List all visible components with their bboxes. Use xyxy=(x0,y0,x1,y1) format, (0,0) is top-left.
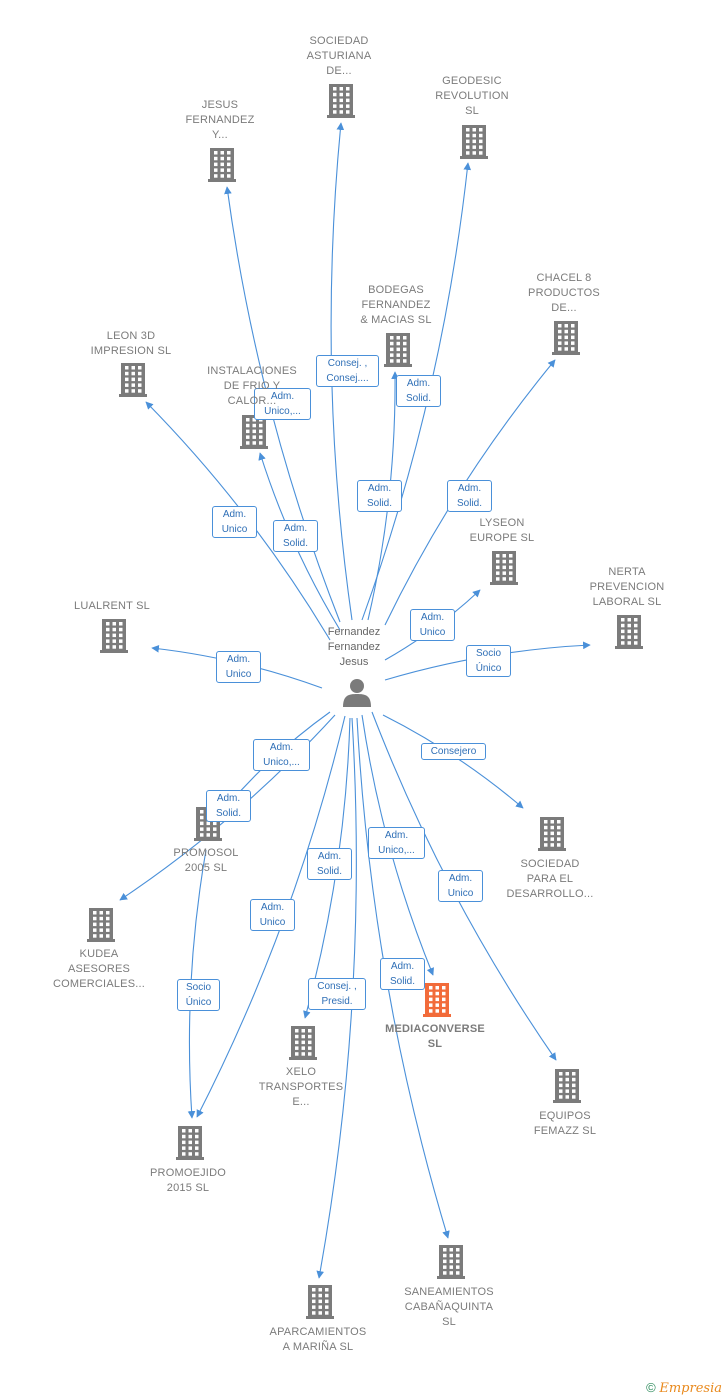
saneamientos-building-icon[interactable] xyxy=(437,1245,465,1279)
equipos-femazz-building-icon[interactable] xyxy=(553,1069,581,1103)
node-label-promoejido-2015[interactable]: PROMOEJIDO 2015 SL xyxy=(150,1167,226,1194)
edge-label-saneamientos[interactable]: Adm. Solid. xyxy=(380,958,425,990)
node-label-nerta-prevencion[interactable]: NERTA PREVENCION LABORAL SL xyxy=(589,566,665,608)
edge-line-sociedad-desarrollo xyxy=(382,714,524,809)
edge-label-kudea-asesores[interactable]: Adm. Unico,... xyxy=(253,739,310,771)
edge-label-equipos-femazz[interactable]: Adm. Unico xyxy=(438,870,483,902)
instalaciones-frio-building-icon[interactable] xyxy=(240,415,268,449)
aparcamientos-building-icon[interactable] xyxy=(306,1285,334,1319)
node-label-saneamientos[interactable]: SANEAMIENTOS CABAÑAQUINTA SL xyxy=(404,1286,494,1328)
edge-label-jesus-fernandez[interactable]: Adm. Unico,... xyxy=(254,388,311,420)
brand-name: mpresia xyxy=(668,1381,722,1396)
node-label-lualrent[interactable]: LUALRENT SL xyxy=(74,600,150,612)
edge-label-geodesic-revolution[interactable]: Adm. Solid. xyxy=(396,375,441,407)
node-label-equipos-femazz[interactable]: EQUIPOS FEMAZZ SL xyxy=(533,1110,597,1137)
copyright-symbol: © xyxy=(646,1380,656,1395)
bodegas-fernandez-building-icon[interactable] xyxy=(384,333,412,367)
chacel-8-building-icon[interactable] xyxy=(552,321,580,355)
edge-label-sociedad-desarrollo[interactable]: Consejero xyxy=(421,743,486,760)
node-label-aparcamientos[interactable]: APARCAMIENTOS A MARIÑA SL xyxy=(269,1326,367,1353)
node-label-leon-3d[interactable]: LEON 3D IMPRESION SL xyxy=(90,330,172,357)
node-label-lyseon-europe[interactable]: LYSEON EUROPE SL xyxy=(469,517,535,544)
edge-label-promoejido-2015[interactable]: Adm. Unico xyxy=(250,899,295,931)
node-label-bodegas-fernandez[interactable]: BODEGAS FERNANDEZ & MACIAS SL xyxy=(360,284,432,326)
jesus-fernandez-building-icon[interactable] xyxy=(208,148,236,182)
edge-label-promosol-2005[interactable]: Adm. Solid. xyxy=(206,790,251,822)
node-label-jesus-fernandez[interactable]: JESUS FERNANDEZ Y... xyxy=(185,99,255,141)
node-label-sociedad-asturiana[interactable]: SOCIEDAD ASTURIANA DE... xyxy=(306,35,372,77)
kudea-asesores-building-icon[interactable] xyxy=(87,908,115,942)
xelo-transportes-building-icon[interactable] xyxy=(289,1026,317,1060)
sociedad-asturiana-building-icon[interactable] xyxy=(327,84,355,118)
edge-label-bodegas-fernandez[interactable]: Adm. Solid. xyxy=(357,480,402,512)
edge-label-instalaciones-frio[interactable]: Adm. Solid. xyxy=(273,520,318,552)
leon-3d-building-icon[interactable] xyxy=(119,363,147,397)
node-label-geodesic-revolution[interactable]: GEODESIC REVOLUTION SL xyxy=(435,75,509,117)
lualrent-building-icon[interactable] xyxy=(100,619,128,653)
center-person-label[interactable]: Fernandez Fernandez Jesus xyxy=(327,626,381,668)
edge-label-sociedad-asturiana[interactable]: Consej. , Consej.... xyxy=(316,355,379,387)
mediaconverse-building-icon[interactable] xyxy=(423,983,451,1017)
node-label-mediaconverse[interactable]: MEDIACONVERSE SL xyxy=(385,1023,485,1050)
brand-initial: E xyxy=(659,1381,669,1396)
empresia-watermark: © Empresia xyxy=(646,1380,722,1396)
edge-label-leon-3d[interactable]: Adm. Unico xyxy=(212,506,257,538)
node-label-instalaciones-frio[interactable]: INSTALACIONES DE FRIO Y CALOR... xyxy=(207,365,297,407)
node-label-kudea-asesores[interactable]: KUDEA ASESORES COMERCIALES... xyxy=(52,948,146,990)
geodesic-revolution-building-icon[interactable] xyxy=(460,125,488,159)
edge-label-promoejido-2015[interactable]: Socio Único xyxy=(177,979,220,1011)
promoejido-2015-building-icon[interactable] xyxy=(176,1126,204,1160)
node-label-xelo-transportes[interactable]: XELO TRANSPORTES E... xyxy=(258,1066,344,1108)
edge-label-xelo-transportes[interactable]: Adm. Solid. xyxy=(307,848,352,880)
edge-label-mediaconverse[interactable]: Adm. Unico,... xyxy=(368,827,425,859)
edge-label-lyseon-europe[interactable]: Adm. Unico xyxy=(410,609,455,641)
edge-label-nerta-prevencion[interactable]: Socio Único xyxy=(466,645,511,677)
person-icon xyxy=(343,679,371,707)
edge-label-chacel-8[interactable]: Adm. Solid. xyxy=(447,480,492,512)
node-label-promosol-2005[interactable]: PROMOSOL 2005 SL xyxy=(173,847,239,874)
edge-label-aparcamientos[interactable]: Consej. , Presid. xyxy=(308,978,366,1010)
sociedad-desarrollo-building-icon[interactable] xyxy=(538,817,566,851)
lyseon-europe-building-icon[interactable] xyxy=(490,551,518,585)
nerta-prevencion-building-icon[interactable] xyxy=(615,615,643,649)
node-label-sociedad-desarrollo[interactable]: SOCIEDAD PARA EL DESARROLLO... xyxy=(506,858,594,900)
edge-label-lualrent[interactable]: Adm. Unico xyxy=(216,651,261,683)
buildings-layer xyxy=(87,84,643,1319)
node-label-chacel-8[interactable]: CHACEL 8 PRODUCTOS DE... xyxy=(528,272,600,314)
